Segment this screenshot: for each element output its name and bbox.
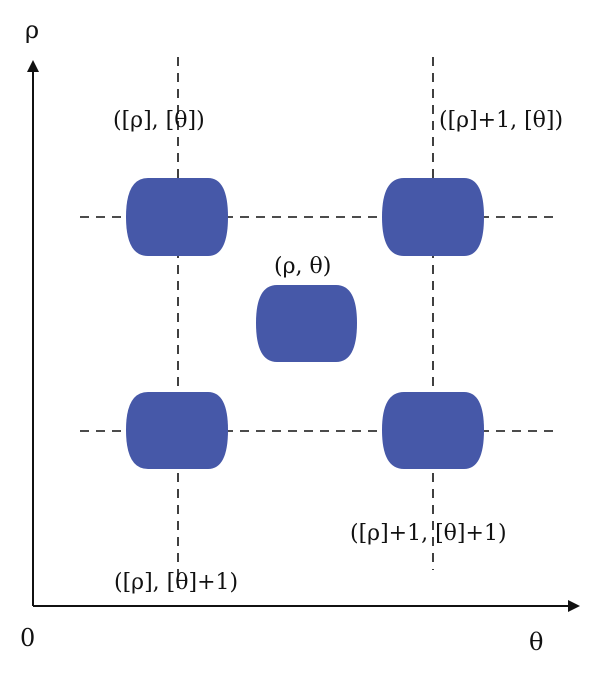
y-axis-label: ρ	[25, 16, 39, 44]
origin-label: 0	[20, 624, 35, 652]
node-blob-top-left	[126, 178, 228, 256]
node-blob-bottom-right	[382, 392, 484, 469]
label-center: (ρ, θ)	[274, 254, 331, 279]
label-top-right: ([ρ]+1, [θ])	[439, 108, 563, 133]
node-blob-bottom-left	[126, 392, 228, 469]
node-blob-center	[256, 285, 357, 362]
label-top-left: ([ρ], [θ])	[113, 108, 205, 133]
node-blob-top-right	[382, 178, 484, 256]
label-bottom-left: ([ρ], [θ]+1)	[114, 570, 238, 595]
label-bottom-right: ([ρ]+1, [θ]+1)	[350, 521, 507, 546]
x-axis-label: θ	[529, 628, 543, 656]
